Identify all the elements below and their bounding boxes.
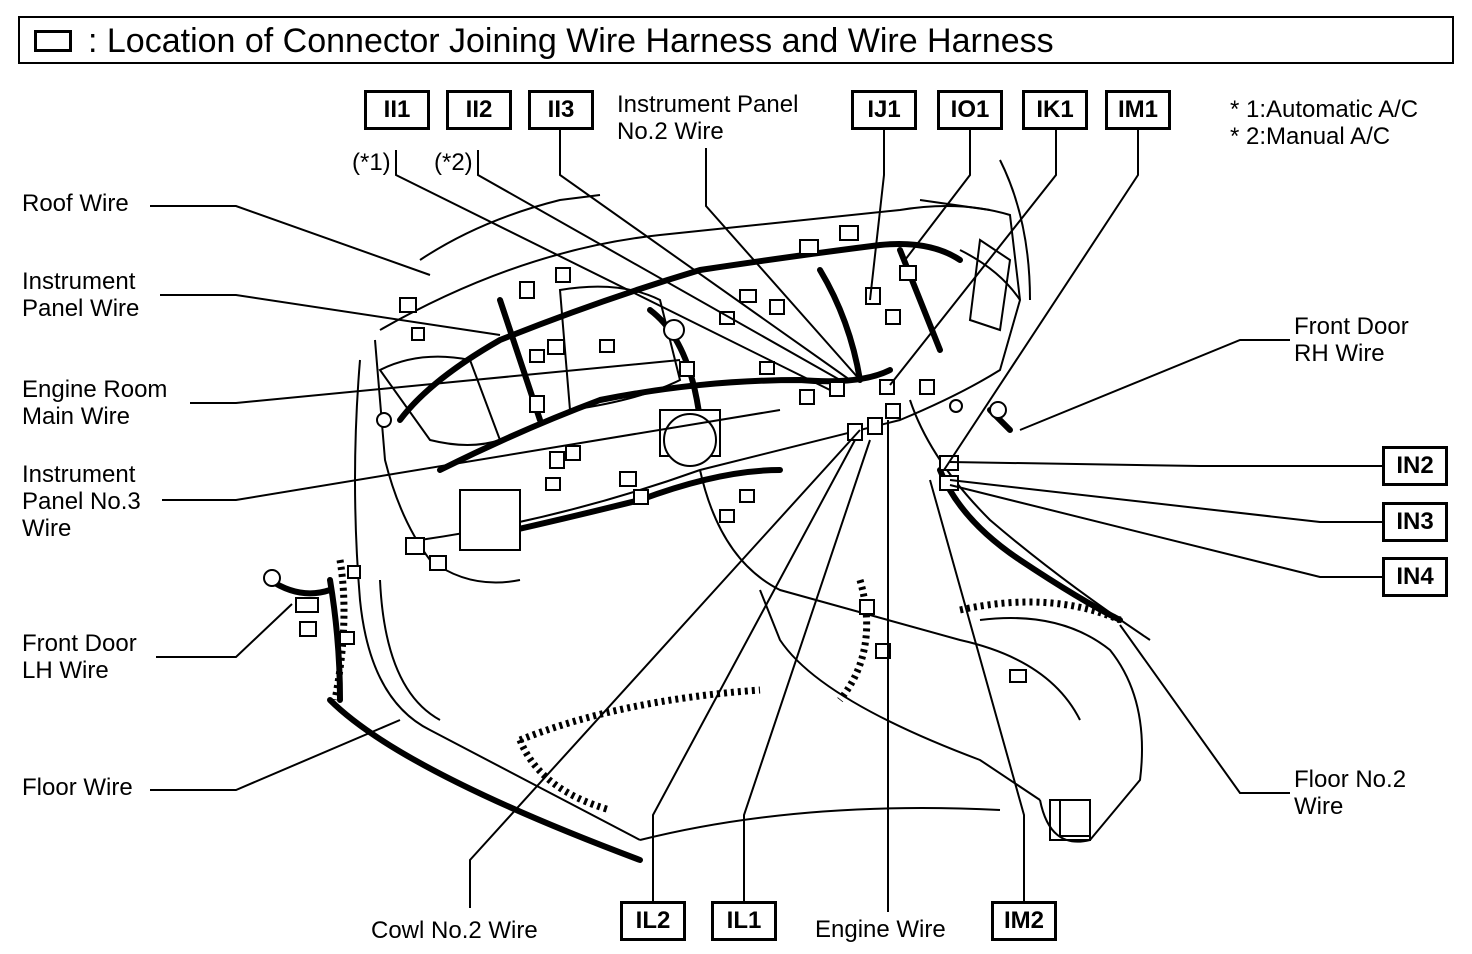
variant-tag-ii1: (*1): [352, 149, 391, 176]
connector-im1[interactable]: IM1: [1105, 90, 1171, 130]
variant-tag-ii2: (*2): [434, 149, 473, 176]
connector-in2[interactable]: IN2: [1382, 446, 1448, 486]
connector-ii1[interactable]: II1: [364, 90, 430, 130]
connector-in3[interactable]: IN3: [1382, 502, 1448, 542]
label-cowl-no2-wire: Cowl No.2 Wire: [371, 917, 538, 944]
connector-symbol-icon: [34, 30, 72, 52]
connector-im2[interactable]: IM2: [991, 901, 1057, 941]
label-instrument-panel-no2-wire: Instrument Panel No.2 Wire: [617, 91, 799, 145]
connector-blocks: [263, 225, 1091, 837]
label-floor-no2-wire: Floor No.2 Wire: [1294, 766, 1407, 820]
label-engine-room-main-wire: Engine Room Main Wire: [22, 376, 168, 430]
connector-ij1[interactable]: IJ1: [851, 90, 917, 130]
label-front-door-rh-wire: Front Door RH Wire: [1294, 313, 1409, 367]
connector-ii2[interactable]: II2: [446, 90, 512, 130]
label-instrument-panel-no3-wire: Instrument Panel No.3 Wire: [22, 461, 141, 542]
connector-il2[interactable]: IL2: [620, 901, 686, 941]
connector-io1[interactable]: IO1: [937, 90, 1003, 130]
label-front-door-lh-wire: Front Door LH Wire: [22, 630, 137, 684]
connector-il1[interactable]: IL1: [711, 901, 777, 941]
label-roof-wire: Roof Wire: [22, 190, 129, 217]
label-instrument-panel-wire: Instrument Panel Wire: [22, 268, 140, 322]
page-title: : Location of Connector Joining Wire Har…: [88, 22, 1054, 60]
title-box: : Location of Connector Joining Wire Har…: [18, 16, 1454, 64]
note-manual-ac: * 2:Manual A/C: [1230, 123, 1391, 150]
connector-ik1[interactable]: IK1: [1022, 90, 1088, 130]
leader-lines: [150, 130, 1382, 912]
connector-in4[interactable]: IN4: [1382, 557, 1448, 597]
connector-ii3[interactable]: II3: [528, 90, 594, 130]
label-engine-wire: Engine Wire: [815, 916, 946, 943]
label-floor-wire: Floor Wire: [22, 774, 133, 801]
note-automatic-ac: * 1:Automatic A/C: [1230, 96, 1419, 123]
